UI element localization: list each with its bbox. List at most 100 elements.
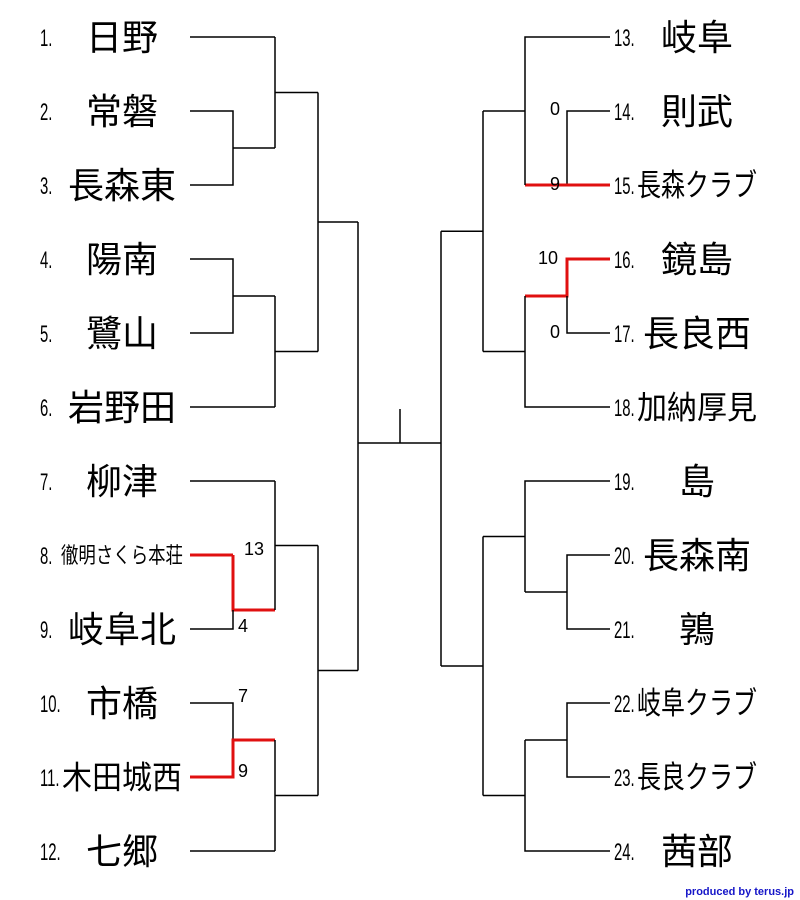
- score-team-15: 9: [550, 174, 560, 194]
- team-name: 岐阜クラブ: [637, 686, 757, 722]
- team-name: 長森南: [643, 536, 751, 577]
- team-number: 14.: [614, 100, 635, 126]
- team-number: 19.: [614, 470, 635, 496]
- team-15: 15.長森クラブ: [614, 168, 757, 204]
- team-9: 9. 岐阜北: [40, 610, 176, 651]
- team-name: 鷺山: [86, 314, 158, 355]
- team-name: 柳津: [86, 462, 158, 503]
- line-team-10: [190, 702, 234, 740]
- team-number: 20.: [614, 544, 635, 570]
- team-20: 20. 長森南: [614, 536, 751, 577]
- bracket-lines: [190, 36, 610, 852]
- line-team-17: [566, 296, 610, 334]
- team-name: 木田城西: [62, 759, 182, 797]
- team-16: 16. 鏡島: [614, 240, 733, 281]
- team-10: 10. 市橋: [40, 684, 158, 725]
- team-21: 21. 鶉: [614, 610, 715, 651]
- line-winner-16: [525, 257, 610, 298]
- team-11: 11.木田城西: [40, 759, 182, 797]
- line-team-9: [190, 610, 234, 630]
- team-number: 8.: [40, 544, 52, 570]
- team-name: 徹明さくら本荘: [61, 544, 183, 569]
- team-number: 24.: [614, 840, 635, 866]
- team-22: 22.岐阜クラブ: [614, 686, 757, 722]
- team-name: 加納厚見: [637, 389, 757, 427]
- score-team-17: 0: [550, 322, 560, 342]
- team-number: 18.: [614, 396, 635, 422]
- line-match-20-21: [566, 554, 610, 630]
- team-name: 長良西: [643, 314, 751, 355]
- team-number: 21.: [614, 618, 635, 644]
- team-23: 23.長良クラブ: [614, 760, 757, 796]
- score-team-10: 7: [238, 686, 248, 706]
- line-qf-5: [524, 36, 610, 185]
- team-17: 17. 長良西: [614, 314, 751, 355]
- team-19: 19. 島: [614, 462, 715, 503]
- team-number: 23.: [614, 766, 635, 792]
- score-team-14: 0: [550, 99, 560, 119]
- team-name: 島: [679, 462, 715, 503]
- team-name: 岐阜: [661, 18, 733, 59]
- team-number: 16.: [614, 248, 635, 274]
- team-number: 7.: [40, 470, 52, 496]
- team-labels: 1. 日野 2. 常磐 3. 長森東 4. 陽南 5. 鷺山 6. 岩野田 7. 柳津 8. 徹明さくら本荘 9…: [40, 18, 757, 873]
- team-number: 2.: [40, 100, 52, 126]
- team-number: 11.: [40, 766, 60, 792]
- team-number: 15.: [614, 174, 635, 200]
- line-match-22-23: [566, 702, 610, 778]
- line-team-14: [566, 110, 610, 185]
- team-number: 22.: [614, 692, 635, 718]
- team-name: 市橋: [86, 684, 158, 725]
- team-3: 3. 長森東: [40, 166, 176, 207]
- team-number: 1.: [40, 26, 52, 52]
- team-7: 7. 柳津: [40, 462, 158, 503]
- team-name: 岐阜北: [68, 610, 176, 651]
- team-8: 8. 徹明さくら本荘: [40, 544, 183, 570]
- line-qf-6: [524, 296, 610, 408]
- team-number: 12.: [40, 840, 61, 866]
- team-name: 鶉: [679, 610, 715, 651]
- team-name: 長森東: [68, 166, 176, 207]
- team-18: 18.加納厚見: [614, 389, 757, 427]
- team-5: 5. 鷺山: [40, 314, 158, 355]
- team-number: 17.: [614, 322, 635, 348]
- score-team-16: 10: [538, 248, 558, 268]
- match-scores: 13 4 7 9 0 9 10 0: [238, 99, 560, 781]
- line-qf-8: [524, 740, 610, 852]
- line-winner-11: [190, 738, 275, 779]
- team-number: 4.: [40, 248, 52, 274]
- team-name: 茜部: [661, 832, 733, 873]
- team-name: 常磐: [86, 92, 158, 133]
- line-match-2-3: [190, 110, 234, 186]
- score-team-8: 13: [244, 539, 264, 559]
- team-2: 2. 常磐: [40, 92, 158, 133]
- team-number: 10.: [40, 692, 61, 718]
- team-name: 長森クラブ: [637, 168, 757, 204]
- team-number: 13.: [614, 26, 635, 52]
- team-name: 陽南: [86, 240, 158, 281]
- team-number: 9.: [40, 618, 52, 644]
- team-name: 長良クラブ: [637, 760, 757, 796]
- team-12: 12. 七郷: [40, 832, 158, 873]
- team-name: 岩野田: [68, 388, 176, 429]
- team-4: 4. 陽南: [40, 240, 158, 281]
- line-winner-8-advance: [231, 555, 275, 612]
- team-24: 24. 茜部: [614, 832, 733, 873]
- team-name: 日野: [86, 18, 158, 59]
- team-name: 則武: [661, 92, 733, 133]
- line-match-4-5: [190, 258, 234, 334]
- team-name: 鏡島: [661, 240, 733, 281]
- team-number: 5.: [40, 322, 52, 348]
- score-team-11: 9: [238, 761, 248, 781]
- team-number: 3.: [40, 174, 52, 200]
- credit-text: produced by terus.jp: [685, 886, 794, 898]
- team-name: 七郷: [86, 832, 158, 873]
- line-qf-7: [524, 480, 610, 592]
- team-14: 14. 則武: [614, 92, 733, 133]
- team-6: 6. 岩野田: [40, 388, 176, 429]
- team-13: 13. 岐阜: [614, 18, 733, 59]
- team-1: 1. 日野: [40, 18, 158, 59]
- team-number: 6.: [40, 396, 52, 422]
- score-team-9: 4: [238, 616, 248, 636]
